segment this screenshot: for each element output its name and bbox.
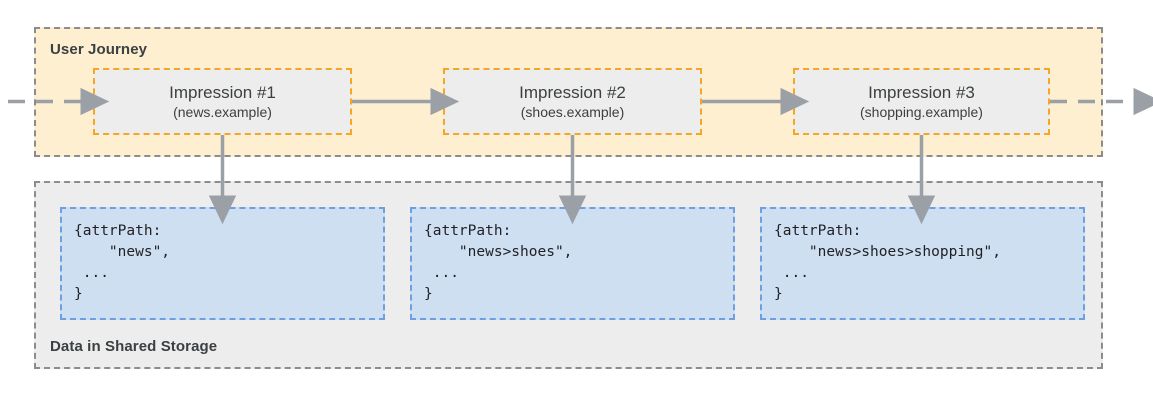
impression-box-2: Impression #2 (shoes.example) <box>443 68 702 135</box>
shared-storage-data-box-1: {attrPath: "news", ... } <box>60 207 385 320</box>
impression-1-title: Impression #1 <box>169 82 276 102</box>
shared-storage-data-code-1: {attrPath: "news", ... } <box>74 223 171 303</box>
shared-storage-data-code-3: {attrPath: "news>shoes>shopping", ... } <box>774 223 1001 303</box>
impression-1-site: (news.example) <box>173 104 272 121</box>
shared-storage-data-code-2: {attrPath: "news>shoes", ... } <box>424 223 573 303</box>
impression-box-1: Impression #1 (news.example) <box>93 68 352 135</box>
user-journey-panel-label: User Journey <box>50 41 148 58</box>
shared-storage-panel-label: Data in Shared Storage <box>50 338 218 355</box>
shared-storage-data-box-2: {attrPath: "news>shoes", ... } <box>410 207 735 320</box>
impression-box-3: Impression #3 (shopping.example) <box>793 68 1050 135</box>
shared-storage-data-box-3: {attrPath: "news>shoes>shopping", ... } <box>760 207 1085 320</box>
impression-2-title: Impression #2 <box>519 82 626 102</box>
impression-3-title: Impression #3 <box>868 82 975 102</box>
impression-3-site: (shopping.example) <box>860 104 983 121</box>
impression-2-site: (shoes.example) <box>520 104 625 121</box>
